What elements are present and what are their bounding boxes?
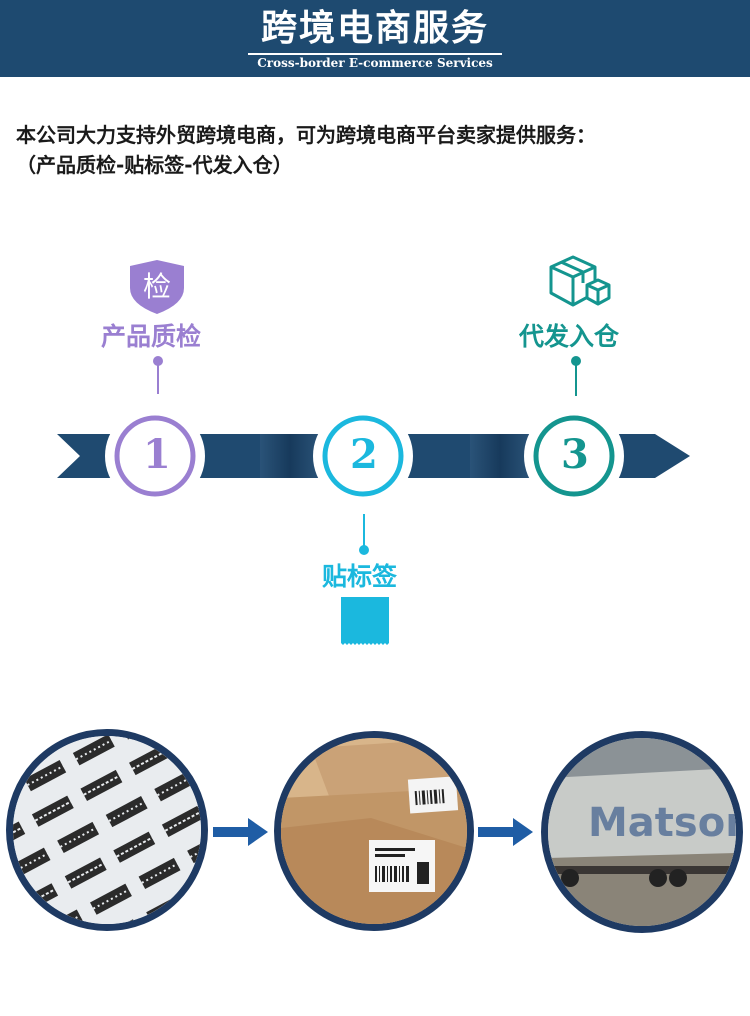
shield-icon-text: 检 — [143, 270, 171, 303]
step-2-connector — [363, 516, 365, 550]
step-1-connector — [157, 363, 159, 394]
timeline-arrow — [57, 380, 690, 540]
truck-logo-text: Matson — [588, 800, 736, 846]
title-underline — [248, 53, 502, 55]
shield-inspect-icon: 检 — [130, 260, 184, 314]
page-subtitle: Cross-border E-commerce Services — [257, 56, 493, 70]
step-3-number: 3 — [561, 431, 589, 478]
step-2-label: 贴标签 — [322, 562, 398, 591]
container-truck-photo: Matson — [541, 731, 743, 933]
step-2-circle — [322, 415, 404, 497]
intro-text: 本公司大力支持外贸跨境电商，可为跨境电商平台卖家提供服务： （产品质检-贴标签-… — [16, 120, 741, 180]
step-3-connector-dot — [571, 356, 581, 366]
step-1-connector-dot — [153, 356, 163, 366]
step-2-number: 2 — [350, 431, 378, 478]
step-2-connector-dot — [359, 545, 369, 555]
barcode-labels-photo — [6, 729, 208, 931]
flow-arrow-1 — [213, 818, 268, 846]
step-1-circle — [114, 415, 196, 497]
intro-line-1: 本公司大力支持外贸跨境电商，可为跨境电商平台卖家提供服务： — [16, 123, 596, 147]
step-1-label: 产品质检 — [101, 322, 202, 351]
cardboard-boxes-photo — [274, 731, 474, 931]
page-header: 跨境电商服务 Cross-border E-commerce Services — [0, 0, 750, 77]
label-tag-icon — [341, 597, 389, 645]
page-title: 跨境电商服务 — [260, 7, 489, 49]
step-3-label: 代发入仓 — [519, 322, 620, 351]
step-3-connector — [575, 363, 577, 394]
intro-line-2: （产品质检-贴标签-代发入仓） — [16, 153, 293, 177]
package-boxes-icon — [549, 255, 611, 307]
step-3-circle — [533, 415, 615, 497]
step-1-number: 1 — [143, 431, 171, 478]
flow-arrow-2 — [478, 818, 533, 846]
